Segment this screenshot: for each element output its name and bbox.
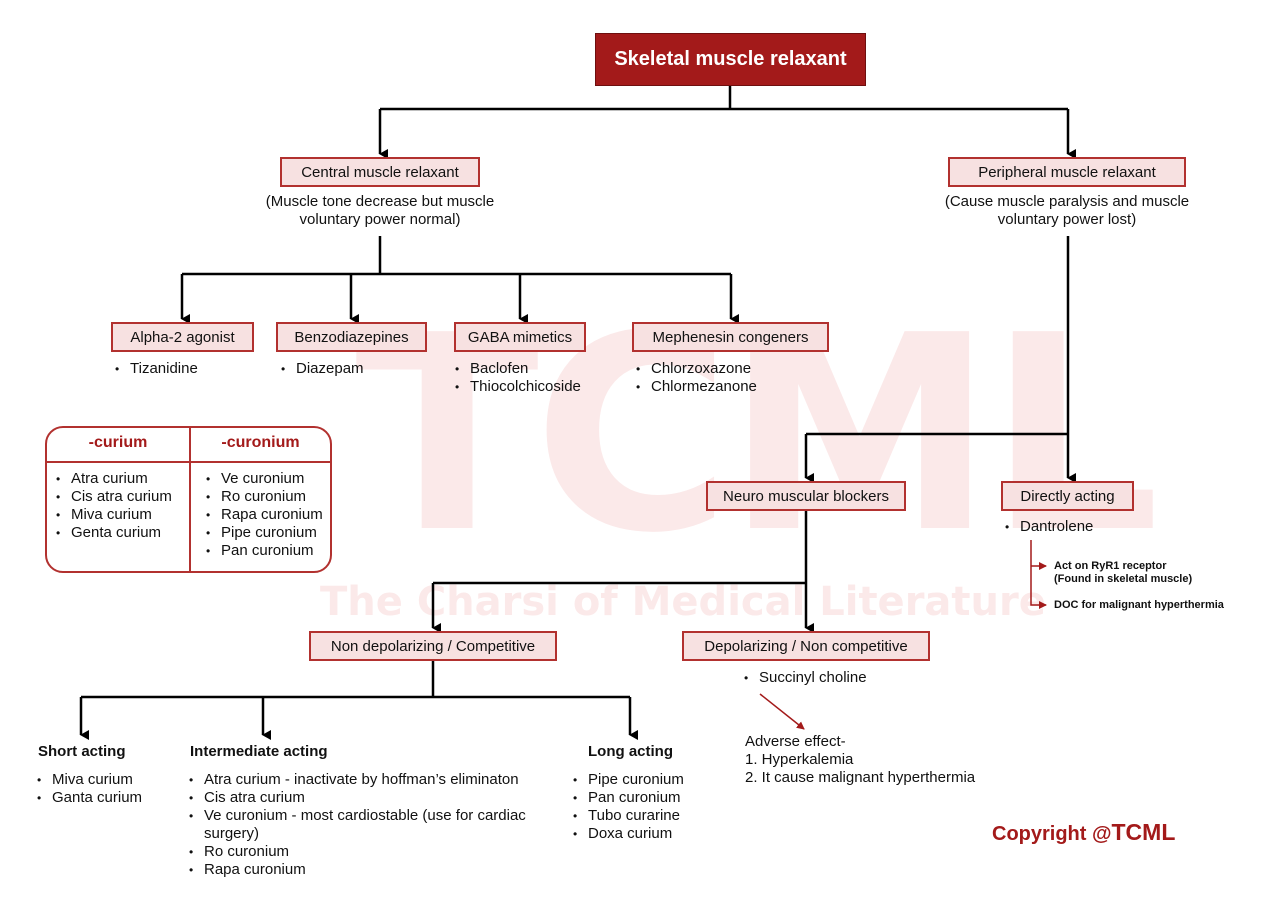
watermark-tagline: The Charsi of Medical Literature (320, 579, 1046, 625)
nondepolarizing-box: Non depolarizing / Competitive (309, 631, 557, 661)
adverse-effect-1: 1. Hyperkalemia (745, 751, 854, 768)
alpha2-drug-list: Tizanidine (115, 360, 198, 378)
copyright-prefix: Copyright @ (992, 823, 1112, 845)
list-item: Succinyl choline (744, 669, 867, 687)
list-item: Baclofen (455, 360, 581, 378)
ryr1-fact: Act on RyR1 receptor (Found in skeletal … (1054, 560, 1192, 586)
root-title: Skeletal muscle relaxant (595, 33, 866, 86)
long-acting-list: Pipe curonium Pan curonium Tubo curarine… (573, 771, 684, 843)
central-note-line1: (Muscle tone decrease but muscle (265, 193, 495, 210)
short-acting-heading: Short acting (38, 743, 126, 760)
benzodiazepines-box: Benzodiazepines (276, 322, 427, 352)
adverse-effect-title: Adverse effect- (745, 733, 846, 750)
intermediate-acting-heading: Intermediate acting (190, 743, 328, 760)
central-note-line2: voluntary power normal) (299, 211, 461, 228)
list-item: Ve curonium - most cardiostable (use for… (189, 807, 559, 843)
list-item: Ganta curium (37, 789, 142, 807)
peripheral-box: Peripheral muscle relaxant (948, 157, 1186, 187)
gaba-box: GABA mimetics (454, 322, 586, 352)
peripheral-note: (Cause muscle paralysis and muscle volun… (917, 193, 1217, 229)
list-item: Pipe curonium (573, 771, 684, 789)
list-item: Doxa curium (573, 825, 684, 843)
list-item: Chlorzoxazone (636, 360, 757, 378)
list-item: Atra curium - inactivate by hoffman’s el… (189, 771, 559, 789)
list-item: Rapa curonium (189, 861, 559, 879)
arrow-adverse-effect (759, 693, 805, 730)
directly-acting-box: Directly acting (1001, 481, 1134, 511)
long-acting-heading: Long acting (588, 743, 673, 760)
list-item: Cis atra curium (56, 488, 172, 506)
central-box: Central muscle relaxant (280, 157, 480, 187)
ryr1-fact-line2: (Found in skeletal muscle) (1054, 573, 1193, 585)
list-item: Dantrolene (1005, 518, 1093, 536)
curium-list: Atra curium Cis atra curium Miva curium … (56, 470, 172, 542)
suffix-table: -curium -curonium Atra curium Cis atra c… (45, 426, 332, 573)
mephenesin-drug-list: Chlorzoxazone Chlormezanone (636, 360, 757, 396)
list-item: Pipe curonium (206, 524, 323, 542)
adverse-effect-2: 2. It cause malignant hyperthermia (745, 769, 976, 786)
directly-acting-drug-list: Dantrolene (1005, 518, 1093, 536)
copyright-notice: Copyright @TCML (992, 819, 1175, 846)
list-item: Diazepam (281, 360, 364, 378)
suffix-table-header-rule (47, 461, 330, 463)
list-item: Pan curonium (206, 542, 323, 560)
peripheral-note-line1: (Cause muscle paralysis and muscle (944, 193, 1190, 210)
central-note: (Muscle tone decrease but muscle volunta… (230, 193, 530, 229)
list-item: Chlormezanone (636, 378, 757, 396)
gaba-drug-list: Baclofen Thiocolchicoside (455, 360, 581, 396)
ryr1-fact-line1: Act on RyR1 receptor (1054, 560, 1167, 572)
arrow-doc-malignant (1030, 540, 1047, 609)
list-item: Cis atra curium (189, 789, 559, 807)
intermediate-acting-list: Atra curium - inactivate by hoffman’s el… (189, 771, 559, 879)
depolarizing-drug-list: Succinyl choline (744, 669, 867, 687)
doc-malignant-fact: DOC for malignant hyperthermia (1054, 599, 1224, 611)
list-item: Ro curonium (206, 488, 323, 506)
mephenesin-box: Mephenesin congeners (632, 322, 829, 352)
list-item: Atra curium (56, 470, 172, 488)
copyright-brand: TCML (1111, 819, 1176, 845)
curonium-list: Ve curonium Ro curonium Rapa curonium Pi… (206, 470, 323, 560)
list-item: Ro curonium (189, 843, 559, 861)
depolarizing-box: Depolarizing / Non competitive (682, 631, 930, 661)
list-item: Ve curonium (206, 470, 323, 488)
list-item: Pan curonium (573, 789, 684, 807)
short-acting-list: Miva curium Ganta curium (37, 771, 142, 807)
list-item: Genta curium (56, 524, 172, 542)
list-item: Rapa curonium (206, 506, 323, 524)
list-item: Thiocolchicoside (455, 378, 581, 396)
list-item: Miva curium (56, 506, 172, 524)
alpha2-box: Alpha-2 agonist (111, 322, 254, 352)
nmb-box: Neuro muscular blockers (706, 481, 906, 511)
benzodiazepines-drug-list: Diazepam (281, 360, 364, 378)
suffix-curonium-header: -curonium (221, 434, 300, 451)
suffix-curium-header: -curium (88, 434, 148, 451)
list-item: Miva curium (37, 771, 142, 789)
suffix-table-divider (189, 428, 191, 571)
list-item: Tizanidine (115, 360, 198, 378)
peripheral-note-line2: voluntary power lost) (997, 211, 1137, 228)
list-item: Tubo curarine (573, 807, 684, 825)
